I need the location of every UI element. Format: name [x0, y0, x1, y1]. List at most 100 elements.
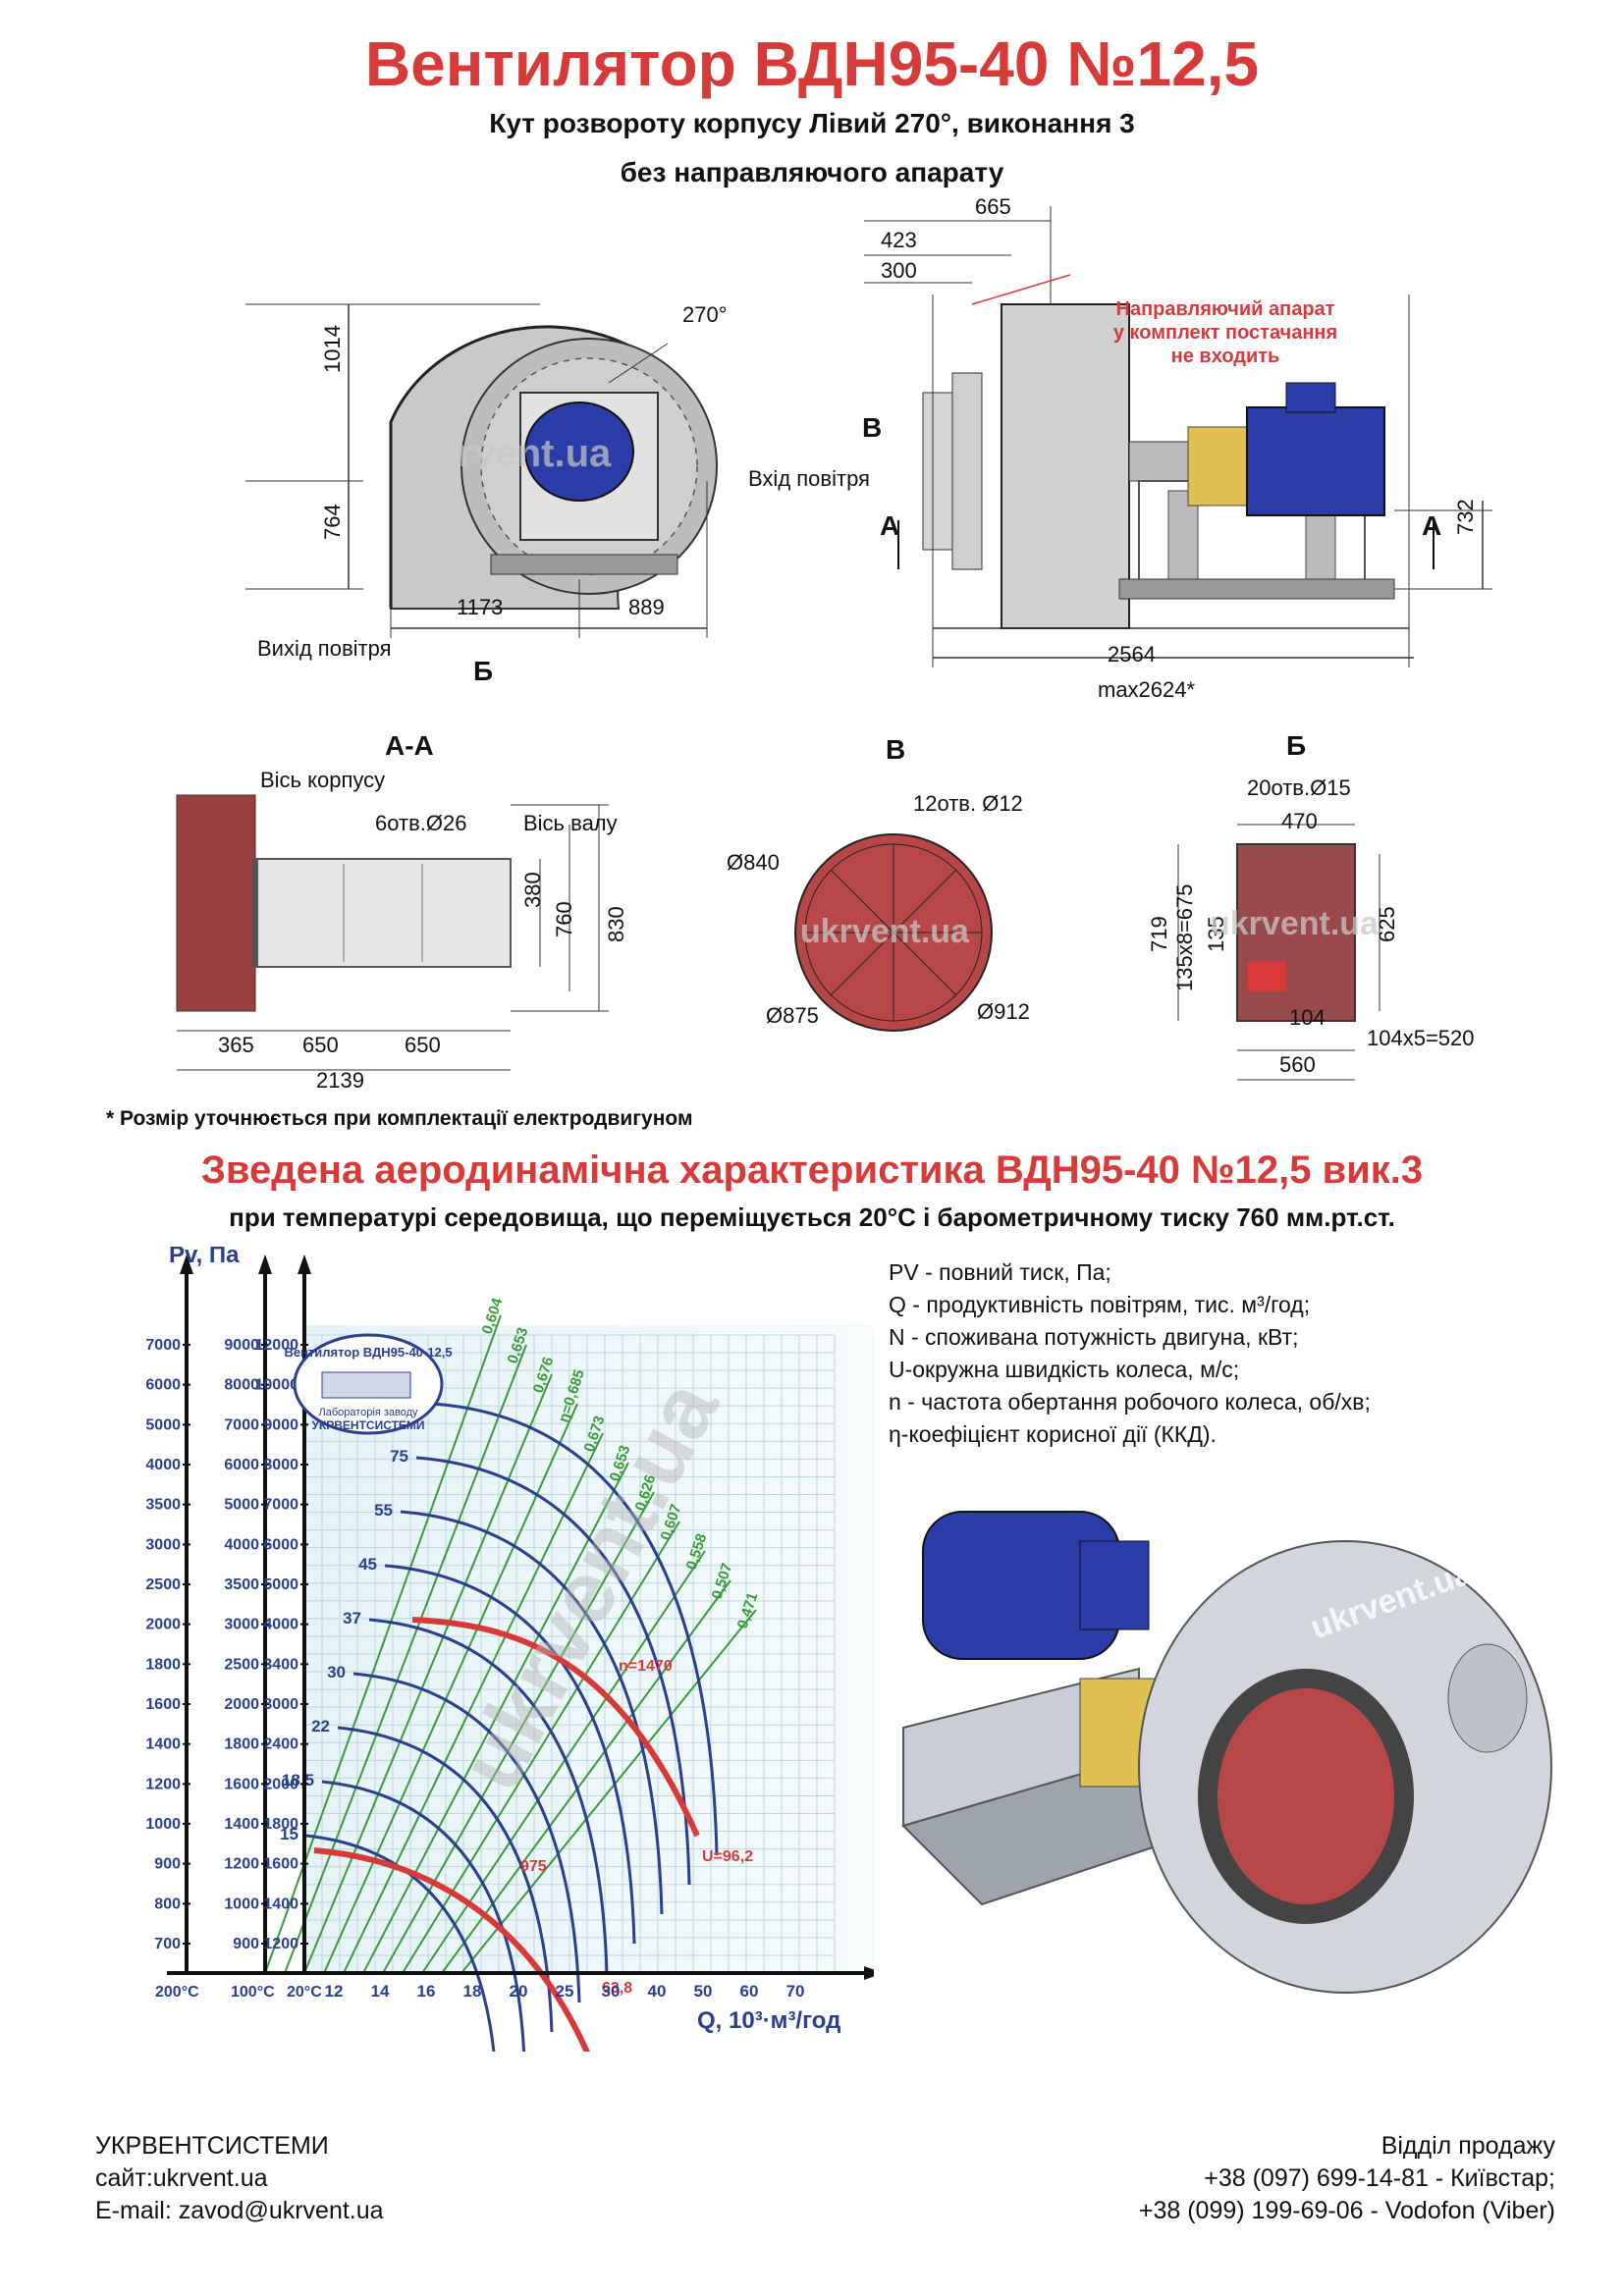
footer-company: УКРВЕНТСИСТЕМИ — [95, 2132, 329, 2160]
footer-phone-2[interactable]: +38 (099) 199-69-06 - Vodofon (Viber) — [1138, 2197, 1555, 2224]
x-tick-label: 14 — [371, 1982, 390, 2001]
x-tick-label: 18 — [463, 1982, 482, 2001]
b-dim-470: 470 — [1281, 809, 1318, 833]
x-temp-label: 100°С — [231, 1984, 275, 2001]
power-curve — [352, 1672, 581, 2003]
aa-dim-650b: 650 — [405, 1033, 441, 1057]
y-tick-label: 1600 — [224, 1776, 259, 1792]
speed-curve — [411, 1617, 700, 1838]
legend-n: N - споживана потужність двигуна, кВт; — [889, 1324, 1299, 1350]
section-v-label: В — [886, 734, 906, 765]
y-tick-label: 4000 — [145, 1457, 181, 1473]
legend-pv: PV - повний тиск, Па; — [889, 1259, 1111, 1285]
chart-legend: PV - повний тиск, Па; Q - продуктивність… — [889, 1256, 1371, 1451]
y-tick-label: 1600 — [263, 1856, 298, 1873]
axis-shaft-label: Вісь валу — [523, 811, 618, 835]
y-tick-label: 12000 — [255, 1337, 299, 1354]
x-tick-label: 25 — [556, 1982, 574, 2001]
front-dim-1014: 1014 — [320, 325, 345, 373]
power-curve — [321, 1780, 525, 2052]
power-curve-label: 75 — [390, 1447, 408, 1466]
y-tick-label: 900 — [233, 1936, 259, 1952]
y-tick-label: 3000 — [224, 1617, 259, 1633]
y-tick-label: 7000 — [224, 1416, 259, 1433]
footnote: * Розмір уточнюється при комплектації ел… — [106, 1107, 693, 1130]
guide-vane-note-3: не входить — [1170, 346, 1280, 367]
footer-site[interactable]: сайт:ukrvent.ua — [95, 2164, 268, 2192]
y-tick-label: 1800 — [263, 1816, 298, 1833]
efficiency-line — [303, 1373, 553, 1974]
y-axis-arrow — [298, 1255, 311, 1274]
y-tick-label: 1400 — [145, 1736, 181, 1753]
stamp-line-2: Лабораторія заводу — [318, 1407, 418, 1418]
y-tick-label: 3000 — [145, 1536, 181, 1553]
y-tick-label: 10000 — [255, 1377, 299, 1394]
legend-rpm: n - частота обертання робочого колеса, о… — [889, 1389, 1371, 1415]
y-axis-arrow — [258, 1255, 272, 1274]
legend-q: Q - продуктивність повітрям, тис. м³/год… — [889, 1292, 1311, 1317]
side-dim-423: 423 — [881, 228, 917, 252]
power-curve — [431, 1402, 719, 1856]
y-tick-label: 8000 — [224, 1377, 259, 1394]
efficiency-line — [382, 1491, 655, 1974]
footer-email[interactable]: E-mail: zavod@ukrvent.ua — [95, 2197, 384, 2224]
y-tick-label: 2000 — [145, 1617, 181, 1633]
speed-curve-label: 975 — [520, 1858, 547, 1875]
page-subtitle: Кут розвороту корпусу Лівий 270°, викона… — [489, 108, 1135, 138]
y-tick-label: 9000 — [224, 1337, 259, 1354]
y-tick-label: 3400 — [263, 1656, 298, 1673]
section-aa-label: А-А — [385, 730, 434, 761]
y-tick-label: 1400 — [263, 1896, 298, 1912]
x-tick-label: 40 — [648, 1982, 667, 2001]
b-dim-104: 104 — [1289, 1005, 1326, 1030]
power-curve — [368, 1618, 609, 1974]
watermark-v: ukrvent.ua — [800, 913, 969, 950]
section-aa-drawing — [176, 794, 609, 1071]
footer-company-block: УКРВЕНТСИСТЕМИ сайт:ukrvent.ua E-mail: z… — [95, 2130, 384, 2227]
x-tick-label: 20 — [510, 1982, 528, 2001]
y-tick-label: 3000 — [263, 1696, 298, 1713]
power-curve — [384, 1564, 636, 1945]
footer-sales: Відділ продажу — [1380, 2132, 1555, 2160]
aa-dim-830: 830 — [604, 906, 628, 942]
power-curve-label: 15 — [280, 1825, 298, 1843]
y-tick-label: 1800 — [145, 1656, 181, 1673]
power-curve-label: 22 — [311, 1717, 330, 1735]
efficiency-line — [460, 1609, 757, 1974]
side-dim-max: max2624* — [1098, 677, 1196, 702]
power-curve — [337, 1726, 554, 2033]
y-tick-label: 9000 — [263, 1416, 298, 1433]
side-dim-732: 732 — [1453, 499, 1478, 535]
aa-dim-650a: 650 — [302, 1033, 339, 1057]
page-title: Вентилятор ВДН95-40 №12,5 — [364, 28, 1260, 99]
front-dim-889: 889 — [628, 595, 665, 619]
stamp-line-1: Вентилятор ВДН95-40-12,5 — [284, 1345, 452, 1360]
y-tick-label: 6000 — [263, 1536, 298, 1553]
y-tick-label: 1400 — [224, 1816, 259, 1833]
front-dim-764: 764 — [320, 504, 345, 540]
side-dim-300: 300 — [881, 258, 917, 283]
y-tick-label: 1800 — [224, 1736, 259, 1753]
aero-title: Зведена аеродинамічна характеристика ВДН… — [200, 1148, 1424, 1192]
axis-body-label: Вісь корпусу — [260, 768, 386, 792]
section-marker-a-right: А — [1422, 510, 1442, 541]
y-tick-label: 3500 — [224, 1576, 259, 1593]
power-curve — [305, 1834, 496, 2052]
guide-vane-note-1: Направляючий апарат — [1115, 298, 1335, 320]
aa-dim-2139: 2139 — [316, 1068, 364, 1093]
x-tick-label: 16 — [417, 1982, 436, 2001]
power-curve — [415, 1456, 691, 1886]
outlet-label: Вихід повітря — [257, 636, 392, 661]
x-temp-label: 20°С — [287, 1984, 322, 2001]
legend-u: U-окружна швидкість колеса, м/с; — [889, 1357, 1240, 1382]
footer-phone-1[interactable]: +38 (097) 699-14-81 - Київстар; — [1204, 2164, 1555, 2192]
section-marker-b-front: Б — [473, 656, 494, 686]
aa-dim-760: 760 — [552, 901, 576, 937]
y-tick-label: 7000 — [263, 1497, 298, 1514]
y-tick-label: 1000 — [145, 1816, 181, 1833]
section-b-label: Б — [1286, 730, 1307, 761]
front-view-drawing — [245, 303, 718, 638]
y-tick-label: 1600 — [145, 1696, 181, 1713]
x-axis-title: Q, 10³·м³/год — [697, 2007, 840, 2034]
legend-eta: η-коефіцієнт корисної дії (ККД). — [889, 1421, 1217, 1447]
